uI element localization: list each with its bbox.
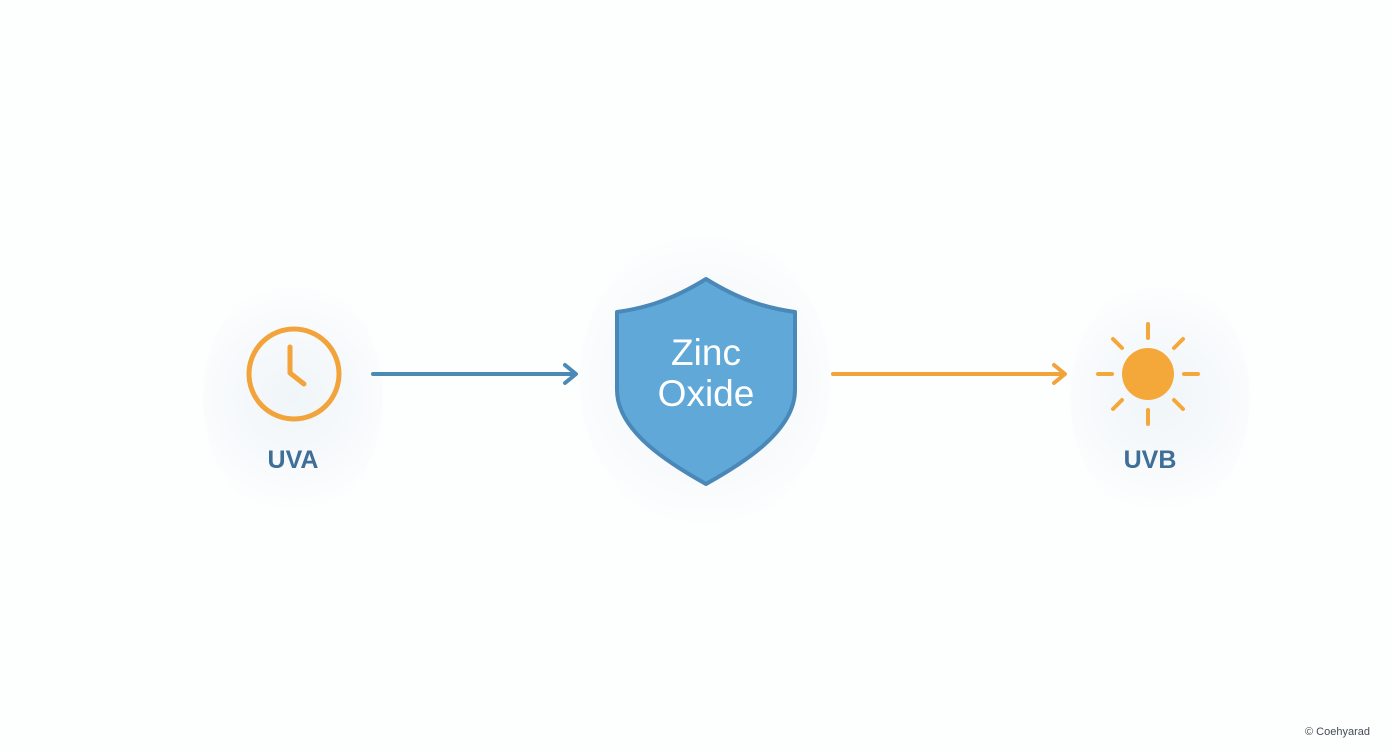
uva-glow [203,278,383,518]
clock-icon [246,326,342,422]
sun-icon [1096,322,1200,426]
left-arrow [371,363,578,385]
shield-label-line1: Zinc [671,332,741,373]
shield-label-line2: Oxide [658,373,755,414]
uva-label: UVA [267,446,319,474]
shield-icon: Zinc Oxide [615,277,797,486]
right-arrow [831,363,1067,385]
watermark: © Coehyarad [1305,726,1370,738]
uvb-glow [1070,278,1250,518]
uvb-label: UVB [1123,446,1177,474]
